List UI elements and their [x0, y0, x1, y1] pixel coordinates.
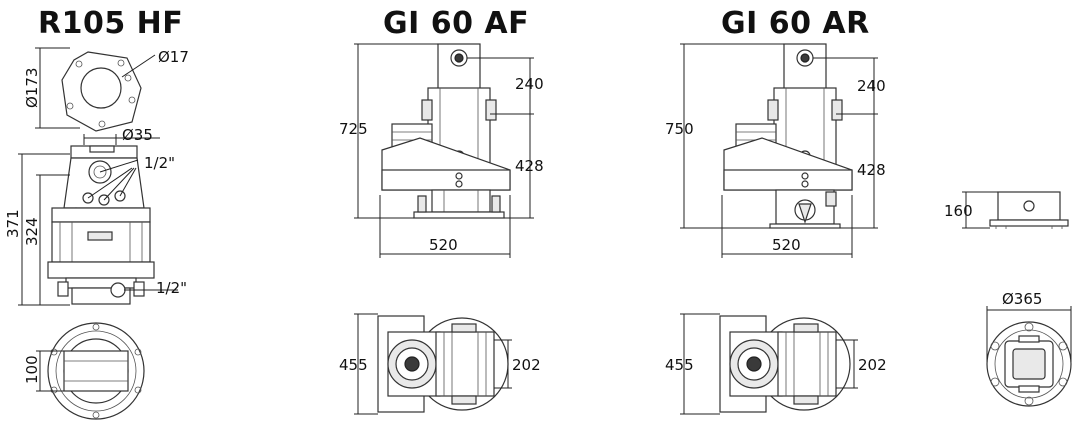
r105-hole-dia-label: Ø17 — [158, 48, 189, 66]
title-gi60-af: GI 60 AF — [383, 6, 530, 41]
r105-side-dims — [18, 134, 178, 306]
gi60af-plan-dims — [354, 313, 512, 415]
gi60af-plan-width-label: 202 — [512, 356, 541, 374]
r105-motor-side-view — [47, 145, 155, 305]
r105-base-bottom-view — [47, 322, 145, 420]
mounting-box-side-view — [989, 191, 1069, 229]
r105-flange-dim — [35, 47, 80, 129]
r105-port-top-label: 1/2" — [144, 154, 175, 172]
gi60af-side-view — [381, 43, 511, 219]
gi60ar-lower-label: 428 — [857, 161, 886, 179]
mounting-box-height-label: 160 — [944, 202, 973, 220]
gi60ar-upper-label: 240 — [857, 77, 886, 95]
gi60ar-plan-height-label: 455 — [665, 356, 694, 374]
gi60ar-total-height-label: 750 — [665, 120, 694, 138]
mounting-disc-dim — [986, 306, 1072, 362]
r105-base-dim — [36, 350, 64, 392]
title-gi60-ar: GI 60 AR — [721, 6, 870, 41]
gi60af-lower-label: 428 — [515, 157, 544, 175]
gi60ar-plan-dims — [680, 313, 858, 415]
gi60ar-width-label: 520 — [772, 236, 801, 254]
mounting-box-dim — [962, 191, 998, 229]
gi60ar-side-view — [723, 43, 853, 229]
r105-total-height-label: 371 — [4, 209, 22, 238]
r105-body-height-label: 324 — [23, 217, 41, 246]
gi60af-total-height-label: 725 — [339, 120, 368, 138]
r105-shaft-dia-label: Ø35 — [122, 126, 153, 144]
gi60ar-plan-width-label: 202 — [858, 356, 887, 374]
mounting-disc-dia-label: Ø365 — [1002, 290, 1042, 308]
r105-flange-top-view — [61, 51, 156, 132]
mounting-disc-top-view — [986, 321, 1072, 407]
title-r105-hf: R105 HF — [38, 6, 184, 41]
gi60af-plan-height-label: 455 — [339, 356, 368, 374]
r105-port-bottom-label: 1/2" — [156, 279, 187, 297]
gi60af-width-label: 520 — [429, 236, 458, 254]
gi60af-plan-view — [377, 315, 509, 413]
r105-flange-dia-label: Ø173 — [23, 68, 41, 108]
gi60ar-plan-view — [719, 315, 851, 413]
gi60af-side-dims — [354, 43, 534, 258]
gi60ar-side-dims — [680, 43, 878, 258]
r105-base-width-label: 100 — [23, 355, 41, 384]
gi60af-upper-label: 240 — [515, 75, 544, 93]
